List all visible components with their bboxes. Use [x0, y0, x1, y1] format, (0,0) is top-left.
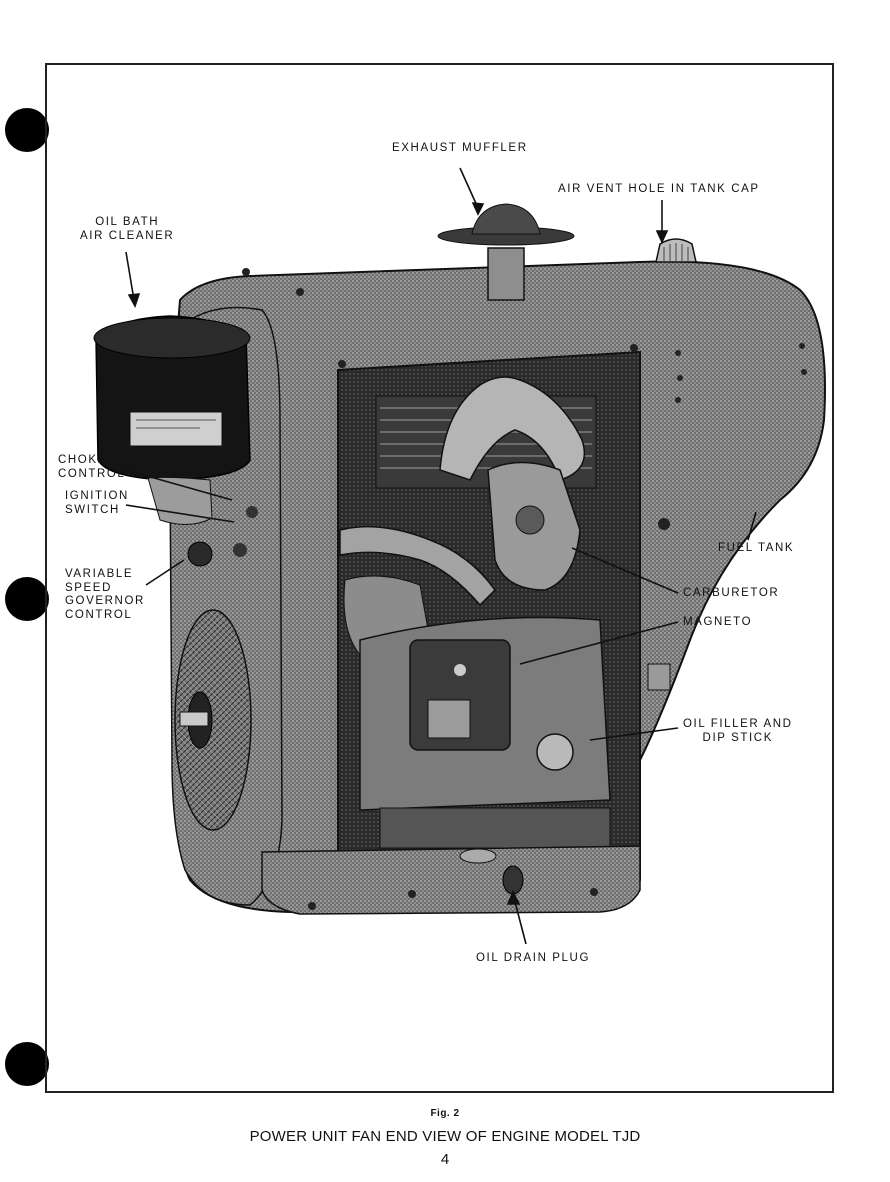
air-cleaner-label: [129, 411, 223, 447]
figure-caption: POWER UNIT FAN END VIEW OF ENGINE MODEL …: [249, 1128, 641, 1145]
base-flange: [379, 807, 611, 849]
muffler-dome: [471, 203, 541, 235]
binder-hole-middle: [5, 577, 49, 621]
carburetor-label: CARBURETOR: [683, 587, 780, 599]
exhaust-manifold: [439, 376, 586, 481]
governor-control-label: VARIABLE SPEED GOVERNOR CONTROL: [65, 568, 145, 621]
magneto-label: MAGNETO: [683, 616, 753, 628]
exhaust-muffler-label: EXHAUST MUFFLER: [392, 142, 528, 154]
binder-hole-bottom: [5, 1042, 49, 1086]
fuel-tank-label: FUEL TANK: [718, 542, 795, 554]
oil-filler-cap: [536, 733, 574, 771]
air-vent-label: AIR VENT HOLE IN TANK CAP: [558, 183, 760, 195]
intake-pipe: [339, 525, 496, 607]
figure-frame: [45, 63, 834, 1093]
choke-control-label: CHOKE CONTROL: [58, 454, 126, 480]
muffler-stack: [487, 247, 525, 301]
oil-bath-air-cleaner-label: OIL BATH AIR CLEANER: [80, 216, 175, 242]
fan-grille: [174, 609, 252, 831]
ignition-switch-label: IGNITION SWITCH: [65, 490, 129, 516]
oil-drain-plug-label: OIL DRAIN PLUG: [476, 952, 590, 964]
governor-knob: [187, 541, 213, 567]
figure-number: Fig. 2: [430, 1108, 460, 1119]
binder-hole-top: [5, 108, 49, 152]
oil-filler-label: OIL FILLER AND DIP STICK: [683, 718, 793, 744]
oil-drain-plug-shape: [502, 865, 524, 895]
page-number: 4: [440, 1151, 450, 1168]
